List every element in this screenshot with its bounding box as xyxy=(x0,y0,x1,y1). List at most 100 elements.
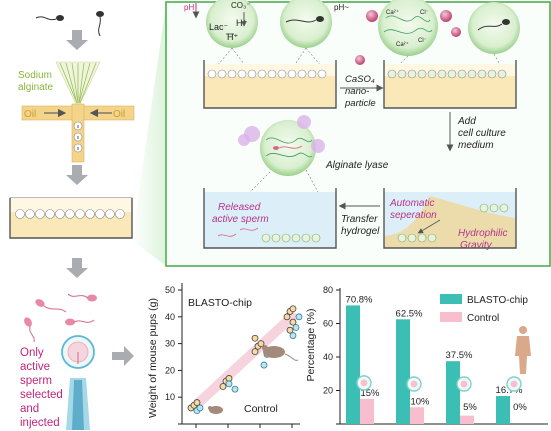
scatter-point-blasto xyxy=(286,326,294,334)
ph-left-label: pH xyxy=(184,3,194,12)
bottom-text-line: and xyxy=(20,403,39,415)
caso4-label: CaSO₄ xyxy=(345,74,375,85)
scatter-point-blasto xyxy=(283,313,291,321)
svg-text:active sperm: active sperm xyxy=(212,214,269,225)
lac-bubble: CO₃⁻ Lac⁻ H⁺ H⁺ xyxy=(206,0,258,48)
bar-blasto xyxy=(346,305,360,424)
human-figure-icon xyxy=(515,326,531,374)
bar-label-control: 10% xyxy=(410,396,430,407)
caso4-label: nano- xyxy=(345,86,369,97)
funnel-icon xyxy=(55,61,101,105)
scatter-point-control xyxy=(289,332,297,339)
svg-text:CO₃⁻: CO₃⁻ xyxy=(231,1,250,10)
scatter-point-blasto xyxy=(289,318,297,326)
svg-text:Gravity: Gravity xyxy=(460,240,493,251)
scatter-trend-band xyxy=(191,311,297,411)
bar-y-tick-label: 80 xyxy=(323,285,333,295)
sperm-icon xyxy=(35,11,104,37)
mouse-icon xyxy=(262,345,299,361)
down-arrow-icon xyxy=(66,165,88,185)
bar-blasto xyxy=(396,319,410,424)
right-arrow-icon xyxy=(112,346,134,366)
embryo-icon-core xyxy=(360,379,368,387)
bar-label-blasto: 37.5% xyxy=(446,350,473,361)
sperm-bubble xyxy=(280,0,332,48)
pink-sperm-icon xyxy=(24,293,97,343)
embryo-icon-core xyxy=(460,380,468,388)
legend-label-blasto: BLASTO-chip xyxy=(467,295,528,306)
bar-y-tick-label: 20 xyxy=(323,386,333,396)
legend-swatch-blasto xyxy=(440,294,462,304)
svg-text:H⁺: H⁺ xyxy=(227,32,238,42)
bottom-text-line: injected xyxy=(20,417,60,429)
scatter-y-tick-label: 50 xyxy=(165,285,175,295)
down-arrow-icon xyxy=(66,258,88,278)
mouse-icon-small xyxy=(208,406,223,414)
svg-text:Ca²⁺: Ca²⁺ xyxy=(386,9,399,16)
svg-text:Automatic: Automatic xyxy=(389,198,434,209)
container-icon xyxy=(9,197,133,239)
svg-text:Hydrophilic: Hydrophilic xyxy=(458,228,507,239)
bar-label-control: 15% xyxy=(360,388,380,399)
scatter-y-tick-label: 30 xyxy=(165,339,175,349)
oil-left-label: Oil xyxy=(24,109,36,120)
caso4-label: particle xyxy=(344,98,376,109)
scatter-point-blasto xyxy=(251,334,259,342)
scatter-point-blasto xyxy=(289,305,297,313)
process-panel: CO₃⁻ Lac⁻ H⁺ H⁺ pH pH~ xyxy=(132,0,551,267)
scatter-annotation-blasto: BLASTO-chip xyxy=(188,297,252,309)
svg-text:Released: Released xyxy=(218,202,261,213)
ion-bubble: Ca²⁺ Cl⁻ Ca²⁺ Cl⁻ xyxy=(366,0,452,56)
sodium-alginate-label-2: alginate xyxy=(18,82,53,93)
oil-right-label: Oil xyxy=(113,109,125,120)
scatter-point-blasto xyxy=(219,383,227,390)
scatter-point-blasto xyxy=(251,348,259,356)
embryo-icon-core xyxy=(410,380,418,388)
bar-label-blasto: 70.8% xyxy=(346,294,373,305)
scatter-point-blasto xyxy=(193,399,201,406)
scatter-point-control xyxy=(225,380,233,388)
svg-text:Ca²⁺: Ca²⁺ xyxy=(396,41,409,48)
bar-ylabel: Percentage (%) xyxy=(305,309,317,382)
injection-icon xyxy=(61,335,95,430)
scatter-point-control xyxy=(196,404,204,412)
bottom-text-line: selected xyxy=(20,389,63,401)
bar-y-tick-label: 60 xyxy=(323,319,333,329)
transfer-label: Transfer xyxy=(341,214,378,225)
bar-control xyxy=(360,398,374,424)
well-3: Released active sperm xyxy=(203,169,337,249)
legend-label-control: Control xyxy=(467,313,499,324)
left-flow: Sodium alginate Oil Oil xyxy=(9,11,135,430)
bar-y-tick-label: 40 xyxy=(323,352,333,362)
svg-text:Cl⁻: Cl⁻ xyxy=(420,10,429,16)
svg-text:H⁺: H⁺ xyxy=(236,18,247,28)
scatter-point-control xyxy=(295,313,303,321)
scatter-point-blasto xyxy=(257,340,265,348)
scatter-y-tick-label: 40 xyxy=(165,312,175,322)
svg-text:seperation: seperation xyxy=(390,210,437,221)
droplet-icon xyxy=(73,121,83,153)
scatter-point-control xyxy=(231,385,239,393)
svg-text:Lac⁻: Lac⁻ xyxy=(209,22,229,32)
scatter-point-control xyxy=(260,361,268,369)
bar-label-control: 0% xyxy=(513,402,527,413)
scatter-ylabel: Weight of mouse pups (g) xyxy=(147,298,159,418)
well-4: Automatic seperation Hydrophilic Gravity xyxy=(383,188,517,251)
bottom-text-line: active xyxy=(20,361,50,373)
scatter-annotation-control: Control xyxy=(244,403,278,415)
bar-blasto xyxy=(496,396,510,424)
bottom-text-line: sperm xyxy=(20,375,52,387)
well-2 xyxy=(383,53,517,109)
scatter-y-tick-label: 20 xyxy=(165,365,175,375)
add-medium-label: cell culture xyxy=(458,128,506,139)
scatter-point-control xyxy=(292,324,300,331)
well-1 xyxy=(203,47,337,109)
add-medium-label: Add xyxy=(457,116,476,127)
caso4-particle-icon xyxy=(355,55,365,65)
legend-swatch-control xyxy=(440,312,462,322)
svg-text:Cl⁻: Cl⁻ xyxy=(418,38,427,44)
bar-label-blasto: 16.7% xyxy=(496,385,523,396)
